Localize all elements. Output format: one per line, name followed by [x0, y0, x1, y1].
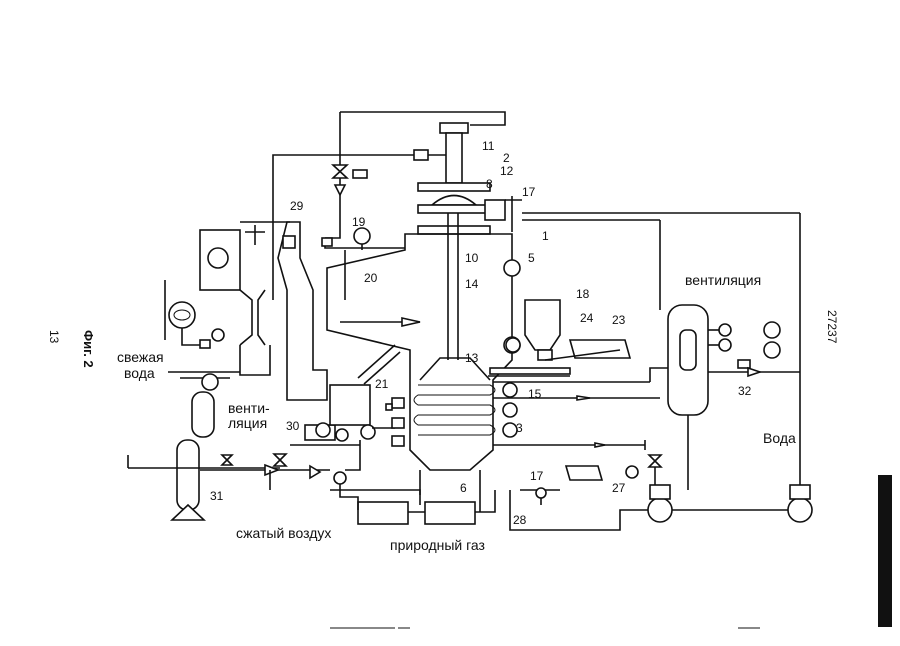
ref-5: 5	[528, 251, 535, 265]
label-fresh-water-2: вода	[124, 365, 155, 381]
ref-31: 31	[210, 489, 224, 503]
ref-14: 14	[465, 277, 479, 291]
ref-18: 18	[576, 287, 590, 301]
ref-2: 2	[503, 151, 510, 165]
bottom-units	[330, 472, 495, 524]
top-piping	[273, 112, 505, 326]
pumps	[510, 455, 812, 530]
figure-label: Фиг. 2	[81, 330, 96, 368]
ref-28: 28	[513, 513, 527, 527]
unit-30	[290, 345, 404, 470]
label-ventilation-left-2: ляция	[228, 415, 267, 431]
ref-12: 12	[500, 164, 514, 178]
ref-24: 24	[580, 311, 594, 325]
ref-17a: 17	[522, 185, 536, 199]
ref-10: 10	[465, 251, 479, 265]
ref-6: 6	[460, 481, 467, 495]
cyclone-29	[278, 222, 327, 400]
ref-19: 19	[352, 215, 366, 229]
ref-21: 21	[375, 377, 389, 391]
doc-number: 27237	[825, 310, 839, 344]
ref-8: 8	[486, 177, 493, 191]
label-water: Вода	[763, 430, 796, 446]
line-17-top	[485, 196, 800, 490]
ref-13: 13	[465, 351, 479, 365]
page-number: 13	[47, 330, 61, 344]
label-natural-gas: природный газ	[390, 537, 485, 553]
ref-17b: 17	[530, 469, 544, 483]
label-fresh-water-1: свежая	[117, 349, 164, 365]
ref-32: 32	[738, 384, 752, 398]
ref-20: 20	[364, 271, 378, 285]
separator-32	[668, 305, 800, 490]
label-ventilation-left-1: венти-	[228, 400, 270, 416]
ref-1: 1	[542, 229, 549, 243]
ref-3: 3	[516, 421, 523, 435]
return-lines	[493, 368, 672, 450]
ref-29: 29	[290, 199, 304, 213]
left-equipment	[128, 222, 330, 520]
ref-11: 11	[482, 139, 495, 153]
scan-edge-bar	[878, 475, 892, 627]
label-ventilation-right: вентиляция	[685, 272, 761, 288]
ref-30: 30	[286, 419, 300, 433]
label-compressed-air: сжатый воздух	[236, 525, 331, 541]
ref-15: 15	[528, 387, 542, 401]
ref-27: 27	[612, 481, 626, 495]
ref-23: 23	[612, 313, 626, 327]
